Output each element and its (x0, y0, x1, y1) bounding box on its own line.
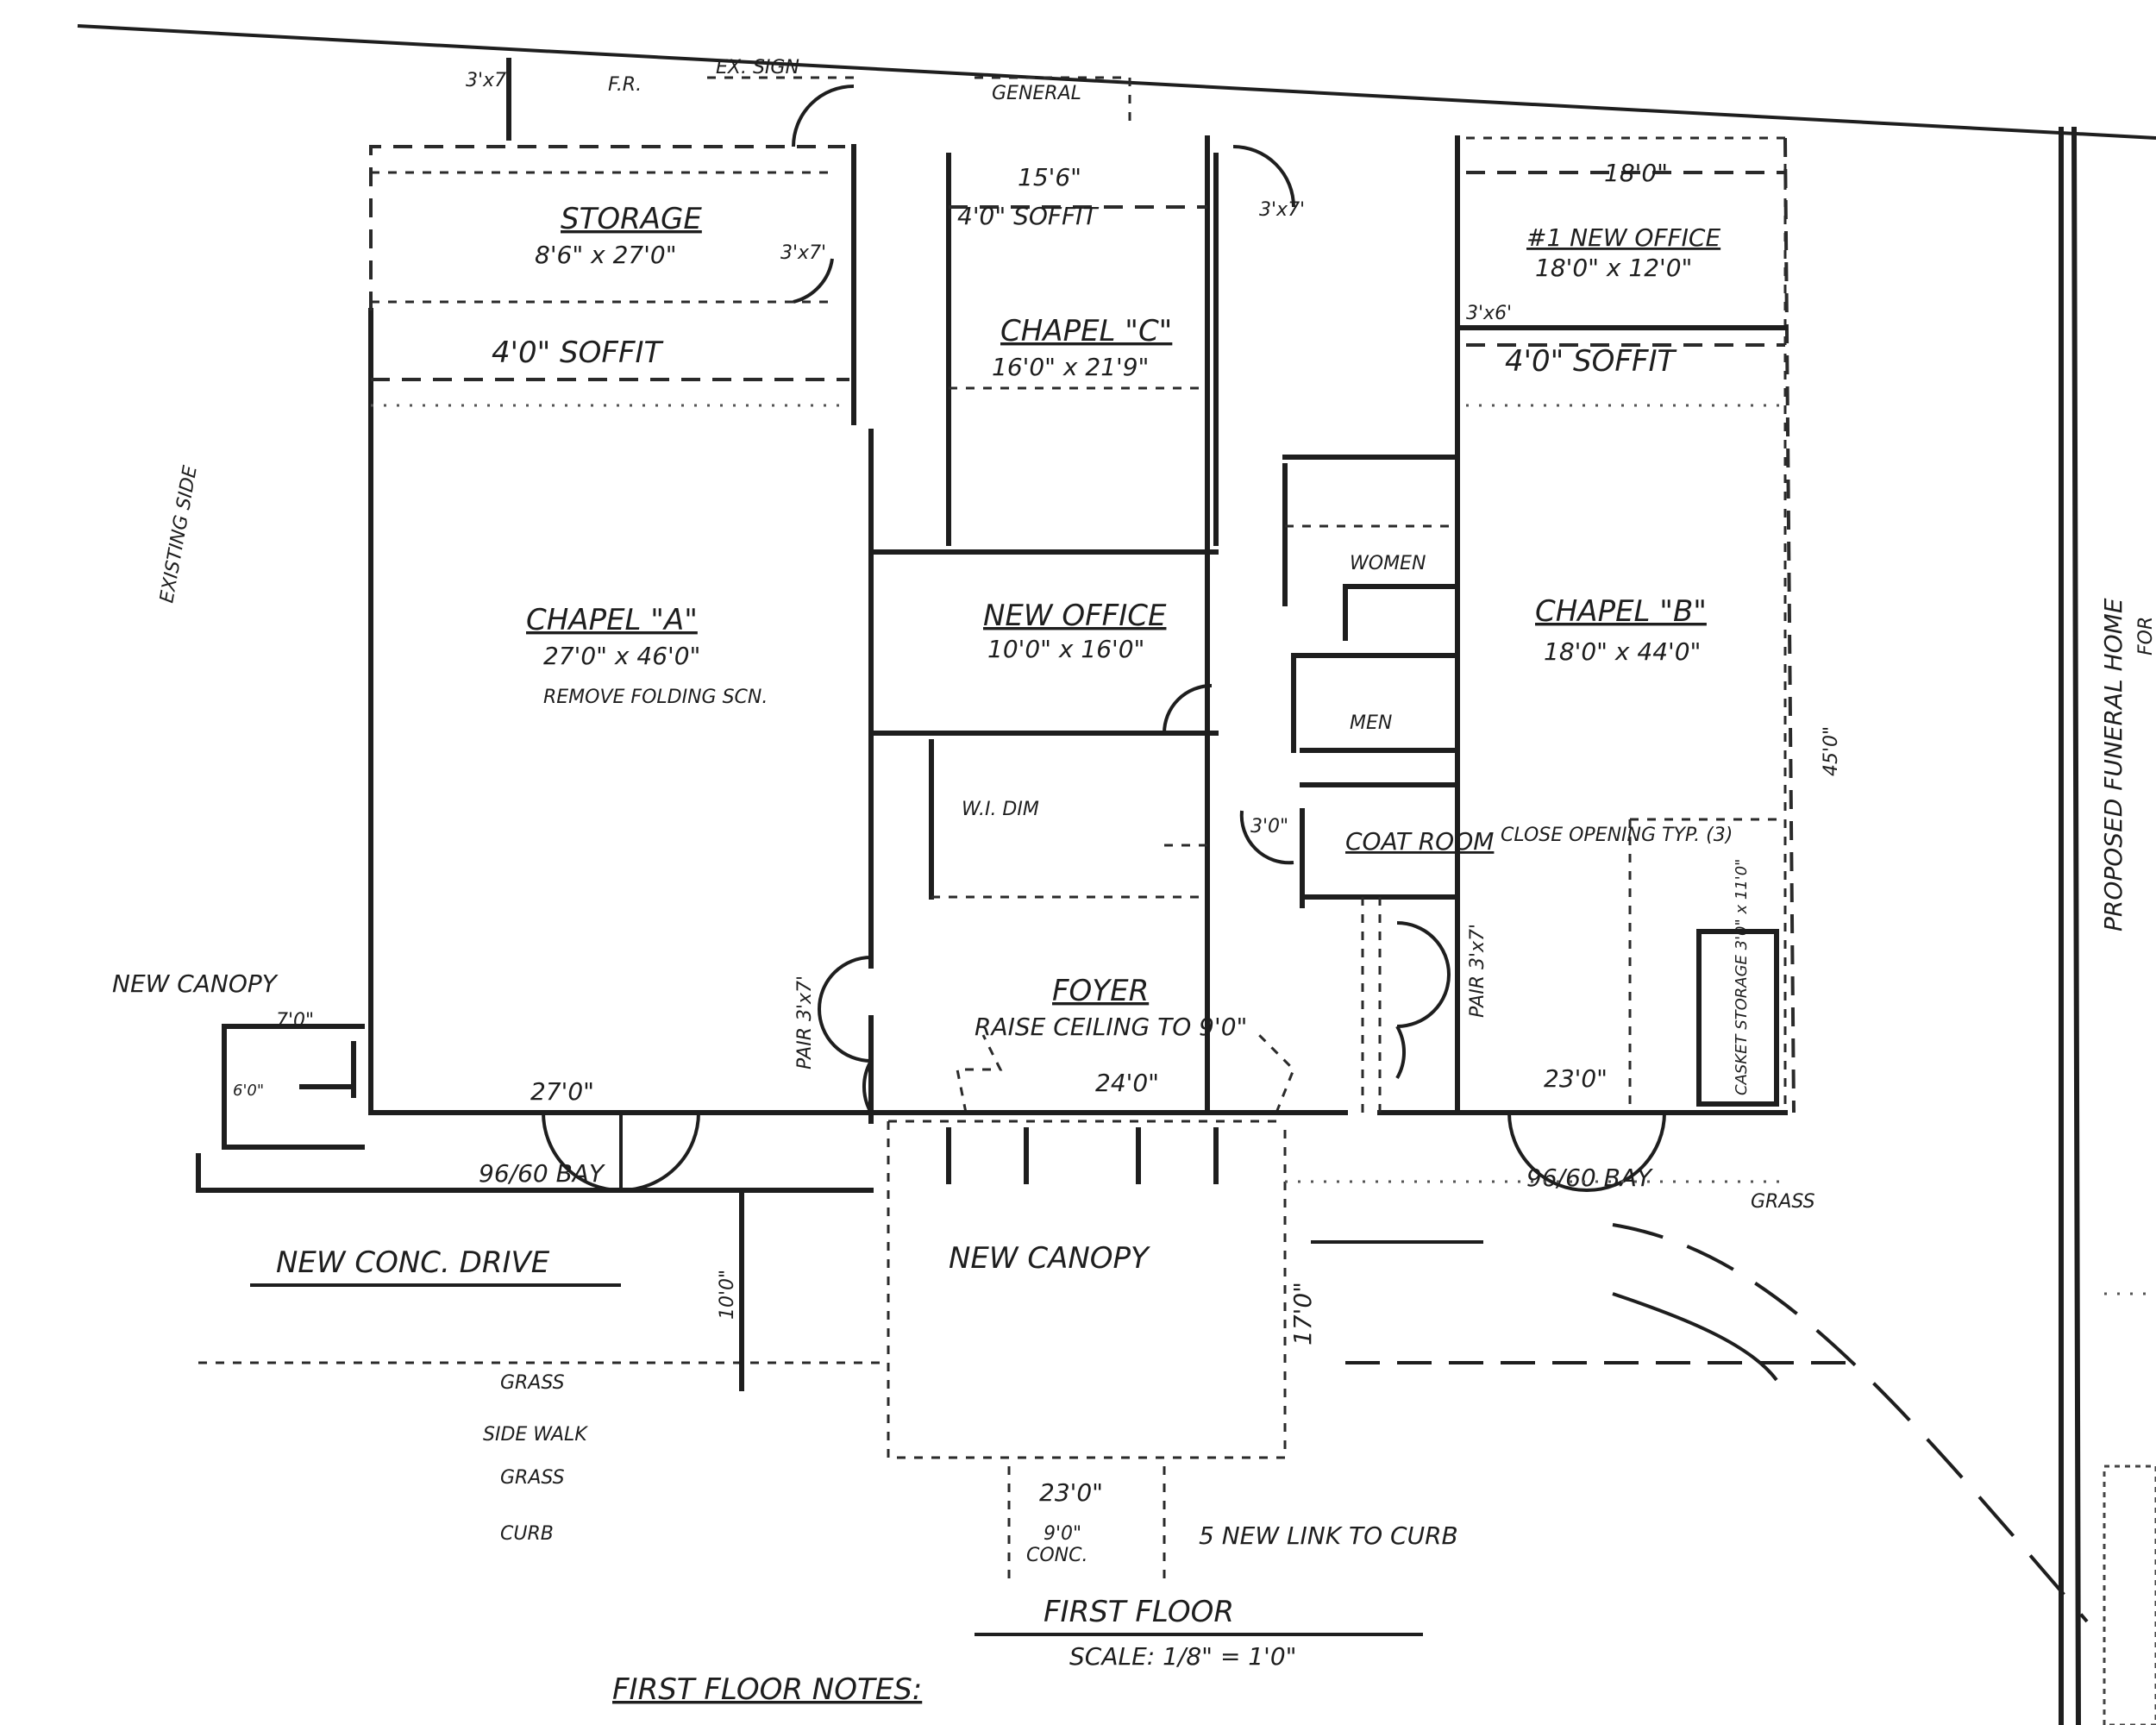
ex-sign-label: EX. SIGN (716, 57, 799, 78)
door-30-label: 3'0" (1250, 816, 1288, 837)
conc-label: CONC. (1026, 1545, 1088, 1566)
canopy-side-depth: 6'0" (233, 1082, 264, 1100)
foyer: FOYER RAISE CEILING TO 9'0" 24'0" PAIR 3… (794, 897, 1489, 1115)
soffit-left-label: 4'0" SOFFIT (492, 336, 664, 370)
wi-dim-label: W.I. DIM (962, 799, 1039, 820)
grass-left-label: GRASS (500, 1372, 565, 1394)
existing-side-label: EXISTING SIDE (156, 464, 202, 605)
door-37b-label: 3'x7' (466, 70, 511, 91)
casket-storage-label: CASKET STORAGE 3'0" x 11'0" (1733, 859, 1751, 1095)
office-1-label: #1 NEW OFFICE (1526, 223, 1720, 252)
storage-label: STORAGE (561, 202, 702, 236)
new-canopy-side-label: NEW CANOPY (112, 969, 279, 998)
notes-title: FIRST FLOOR NOTES: (612, 1672, 922, 1707)
grass-b-label: GRASS (500, 1467, 565, 1489)
close-opening-label: CLOSE OPENING TYP. (3) (1501, 825, 1733, 846)
wi-area: W.I. DIM (929, 739, 1207, 900)
dim-23b-label: 23'0" (1544, 1064, 1608, 1093)
bay-right-label: 96/60 BAY (1526, 1164, 1653, 1192)
side-walk-label: SIDE WALK (483, 1424, 588, 1446)
soffit-right: 4'0" SOFFIT (1466, 343, 1785, 407)
top-notes: 3'x7' F.R. EX. SIGN GENERAL 3'x7' (466, 57, 1305, 221)
office-1: 18'0" #1 NEW OFFICE 18'0" x 12'0" 3'x6' (1455, 159, 1788, 330)
office-1-width: 18'0" (1604, 159, 1668, 187)
center-office: NEW OFFICE 10'0" x 16'0" (868, 558, 1219, 908)
property-line (77, 24, 2156, 140)
curb-label: CURB (500, 1523, 554, 1545)
dim-17-label: 17'0" (1288, 1282, 1317, 1346)
chapel-c-width: 15'6" (1018, 163, 1081, 191)
scale-label: SCALE: 1/8" = 1'0" (1069, 1642, 1297, 1671)
chapel-a-note: REMOVE FOLDING SCN. (543, 687, 768, 708)
side-title-b: FOR (2135, 617, 2156, 656)
general-label: GENERAL (992, 83, 1081, 104)
side-title-a: PROPOSED FUNERAL HOME (2099, 598, 2128, 932)
main-canopy: NEW CANOPY 17'0" 23'0" 9'0" CONC. 5 NEW … (887, 1120, 1458, 1578)
fr-label: F.R. (608, 74, 642, 96)
chapel-a-label: CHAPEL "A" (526, 603, 698, 637)
soffit-left: 4'0" SOFFIT (371, 336, 849, 407)
chapel-c: 15'6" 4'0" SOFFIT CHAPEL "C" 16'0" x 21'… (868, 153, 1219, 555)
dim-10-label: 10'0" (717, 1270, 738, 1320)
sheet-title: FIRST FLOOR (1044, 1595, 1234, 1629)
coat-room-label: COAT ROOM (1345, 827, 1494, 856)
chapel-b-dim: 18'0" x 44'0" (1544, 637, 1701, 666)
soffit-chapel-c-label: 4'0" SOFFIT (957, 202, 1099, 230)
soffit-right-label: 4'0" SOFFIT (1505, 344, 1677, 379)
dim-23-label: 23'0" (1039, 1478, 1103, 1507)
office-1-dim: 18'0" x 12'0" (1535, 254, 1692, 282)
men-label: MEN (1350, 712, 1392, 734)
door-pair-right-label: PAIR 3'x7' (1467, 924, 1489, 1018)
restroom-core: WOMEN MEN 3'0" COAT ROOM (1239, 455, 1494, 908)
center-office-dim: 10'0" x 16'0" (987, 635, 1144, 663)
door-37c-label: 3'x7' (1259, 199, 1305, 221)
door-36-label: 3'x6' (1466, 303, 1512, 324)
foyer-note: RAISE CEILING TO 9'0" (975, 1013, 1247, 1041)
chapel-a-dim: 27'0" x 46'0" (543, 642, 700, 670)
dim-45-label: 45'0" (1821, 726, 1842, 776)
canopy-side-dim: 7'0" (276, 1010, 314, 1032)
center-office-label: NEW OFFICE (983, 599, 1167, 633)
side-canopy: NEW CANOPY 7'0" 6'0" (112, 969, 365, 1150)
women-label: WOMEN (1350, 553, 1426, 574)
right-boundary: PROPOSED FUNERAL HOME FOR (2059, 126, 2156, 1725)
chapel-c-label: CHAPEL "C" (1000, 314, 1172, 348)
title-block: FIRST FLOOR SCALE: 1/8" = 1'0" FIRST FLO… (612, 1595, 1423, 1707)
chapel-c-dim: 16'0" x 21'9" (992, 353, 1149, 381)
dim-24-label: 24'0" (1095, 1069, 1159, 1097)
storage-dim: 8'6" x 27'0" (535, 241, 677, 269)
dim-9-label: 9'0" (1044, 1523, 1081, 1545)
storage-room: STORAGE 8'6" x 27'0" 3'x7' (371, 144, 856, 425)
bay-left-label: 96/60 BAY (479, 1159, 605, 1188)
foyer-label: FOYER (1052, 974, 1149, 1008)
door-pair-left-label: PAIR 3'x7' (794, 975, 816, 1070)
chapel-a: CHAPEL "A" 27'0" x 46'0" REMOVE FOLDING … (479, 603, 768, 1192)
new-link-label: 5 NEW LINK TO CURB (1199, 1521, 1458, 1550)
chapel-b: CHAPEL "B" 18'0" x 44'0" 23'0" CLOSE OPE… (1501, 594, 1842, 1192)
door-37-label: 3'x7' (780, 242, 826, 264)
chapel-b-label: CHAPEL "B" (1535, 594, 1707, 629)
dim-27-label: 27'0" (530, 1077, 594, 1106)
new-canopy-main-label: NEW CANOPY (949, 1241, 1150, 1276)
site-drive: NEW CONC. DRIVE 10'0" GRASS GRASS SIDE W… (156, 464, 2089, 1623)
grass-right-label: GRASS (1751, 1191, 1815, 1213)
new-conc-drive-label: NEW CONC. DRIVE (276, 1245, 550, 1280)
